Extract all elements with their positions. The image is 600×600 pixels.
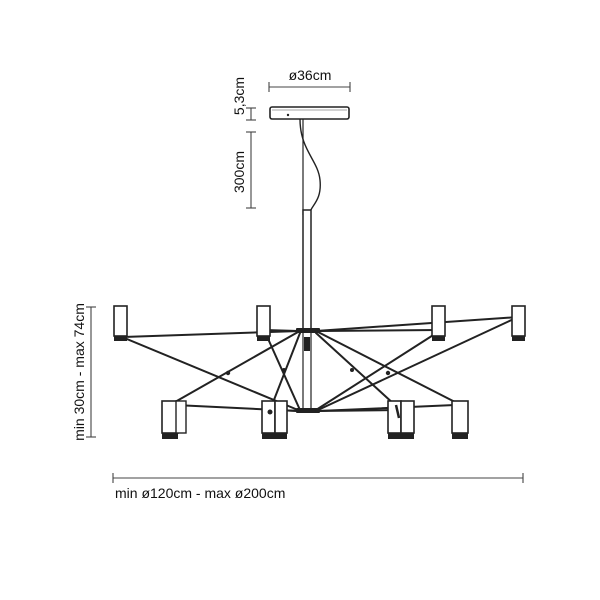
- cable-length-dimension: 300cm: [231, 131, 256, 209]
- chandelier-arms: [121, 316, 519, 412]
- height-range-label: min 30cm - max 74cm: [71, 303, 87, 441]
- lower-lamp-inner-right: [387, 400, 415, 439]
- central-rod: [302, 209, 312, 413]
- canopy-height-dimension: 5,3cm: [231, 77, 256, 121]
- upper-lamp-inner-left: [256, 305, 271, 341]
- ceiling-canopy: [269, 106, 350, 120]
- lower-lamp-far-right: [451, 400, 469, 439]
- width-range-dimension: min ø120cm - max ø200cm: [112, 473, 524, 501]
- canopy-diameter-label: ø36cm: [289, 67, 332, 83]
- canopy-height-label: 5,3cm: [231, 77, 247, 115]
- cable-length-label: 300cm: [231, 151, 247, 193]
- bottom-hub: [296, 408, 320, 413]
- upper-lamp-far-right: [511, 305, 526, 341]
- upper-lamp-far-left: [113, 305, 128, 341]
- suspension-cable: [299, 118, 321, 215]
- width-range-label: min ø120cm - max ø200cm: [115, 485, 285, 501]
- lower-lamp-inner-left: [261, 400, 288, 439]
- canopy-diameter-dimension: ø36cm: [268, 67, 351, 92]
- top-hub: [296, 328, 320, 333]
- upper-lamp-inner-right: [431, 305, 446, 341]
- height-range-dimension: min 30cm - max 74cm: [71, 303, 96, 441]
- lower-lamp-far-left: [161, 400, 187, 439]
